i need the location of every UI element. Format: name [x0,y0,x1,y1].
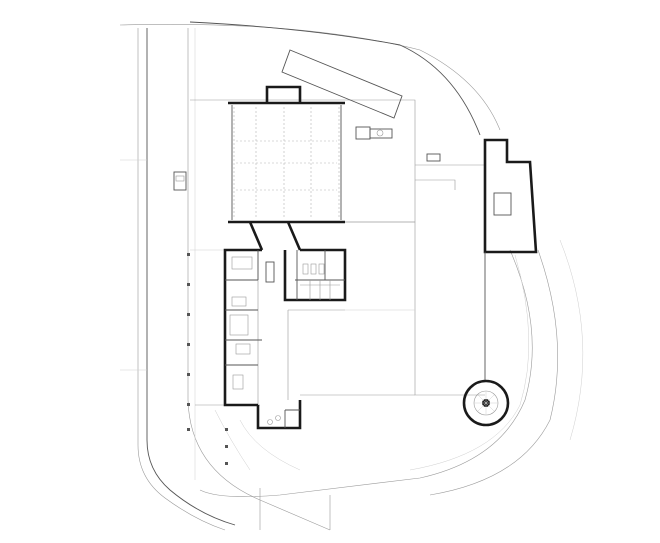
site-roads [119,21,584,531]
vehicle-icon [355,126,393,140]
connector [248,221,302,251]
main-hall [228,85,345,224]
sign [426,153,441,162]
terrace [190,99,485,406]
diagonal-canopy [281,49,403,119]
entrance [256,400,302,430]
corridor [257,250,345,405]
service-block [283,248,347,302]
office-wing [223,248,262,407]
stair [265,261,275,283]
parking-markers [187,253,228,465]
car-icon [173,171,187,191]
tower [462,138,538,427]
